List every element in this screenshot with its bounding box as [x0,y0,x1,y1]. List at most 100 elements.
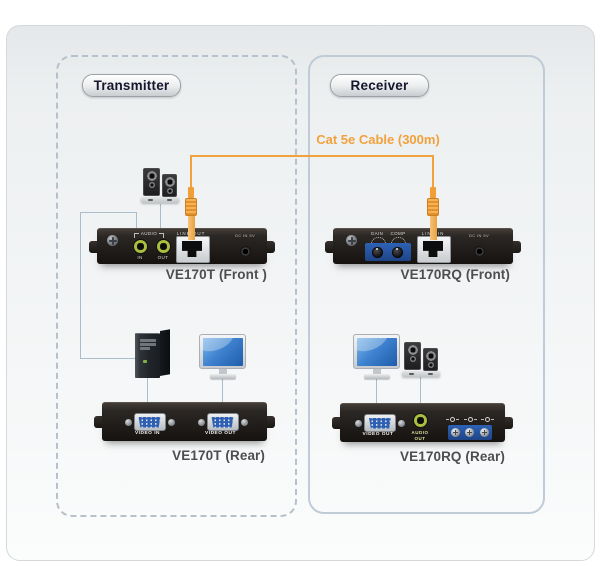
plug-body [185,198,197,216]
vga-screw [197,418,205,426]
video-in-label: VIDEO IN [134,431,161,436]
ve170rq-rear-device: VIDEO OUT AUDIO OUT [332,403,513,442]
audio-label: AUDIO [140,231,158,236]
vga-connector [368,417,392,429]
terminal-pin-markings [446,416,494,422]
power-label: DC IN 5V [468,233,490,238]
pin-mark [464,416,477,422]
receiver-zone-box [308,55,545,514]
receiver-title-pill: Receiver [330,74,429,97]
monitor-neck [218,369,227,374]
mounting-tab [94,416,102,428]
ve170t-front-device: AUDIO IN OUT LINE OUT DC IN 5V [89,228,275,264]
monitor-icon [353,334,400,379]
gain-knob [371,246,383,258]
video-out-label: VIDEO OUT [205,431,236,436]
power-label: DC IN 5V [234,233,256,238]
speaker-right [423,348,438,371]
speaker-base [402,371,440,377]
vga-screw [240,418,248,426]
tower-front [135,333,160,378]
mounting-tab [332,417,340,429]
gain-dial-ticks [371,237,386,244]
comp-knob [391,246,403,258]
background-card [6,25,595,561]
audio-in-line-v [136,212,137,228]
audio-in-line-v2 [80,212,81,358]
plug-body [427,198,439,216]
ve170rq-front-device: GAIN COMP LINE IN DC IN 5V [325,228,521,264]
transmitter-title-pill: Transmitter [82,74,181,97]
computer-tower-icon [133,329,173,378]
audio-in-line-to-pc [80,358,135,359]
video-in-vga-port [124,413,175,431]
audio-in-label: IN [137,255,143,260]
vga-body [133,413,166,431]
video-out-vga-port [355,414,405,432]
cable-left-drop [190,155,192,189]
comp-label: COMP [390,231,406,236]
ve170t-rear-device: VIDEO IN VIDEO OUT [94,402,275,441]
speakers-icon [141,166,181,204]
ve170t-front-name: VE170T (Front ) [165,267,267,282]
receiver-title: Receiver [350,78,409,93]
line-out-rj45-port [176,236,210,263]
vga-body [364,414,396,432]
plug-tip [187,216,195,240]
ve170rq-rear-name: VE170RQ (Rear) [400,449,505,464]
dc-power-jack [239,246,251,257]
monitor-neck [372,369,381,374]
audio-out-label: OUT [157,255,169,260]
mounting-tab [267,416,275,428]
tower-power-led [143,360,147,363]
transmitter-zone-box [56,55,297,517]
cable-right-drop [432,155,434,189]
transmitter-title: Transmitter [93,78,170,93]
vga-body [206,413,239,431]
mounting-tab [325,241,333,253]
speaker-left [143,168,160,196]
terminal-screw [465,428,475,437]
vga-connector [138,416,161,428]
rj45-plug-icon [427,187,439,240]
terminal-screw [450,428,460,437]
speaker-to-audio-out-line [160,204,161,228]
ve170t-rear-name: VE170T (Rear) [172,448,265,463]
vga-screw [355,419,362,427]
speaker-to-audio-out-line-rx [420,377,421,403]
mounting-tab [505,417,513,429]
mounting-tab [513,241,521,253]
comp-dial-ticks [391,237,406,244]
cable-label: Cat 5e Cable (300m) [316,132,440,147]
video-out-label: VIDEO OUT [362,432,394,437]
terminal-screw [480,428,490,437]
monitor-frame [353,334,400,369]
monitor-base [209,374,236,379]
cable-horizontal-line [191,155,434,157]
plug-boot [188,187,194,198]
grounding-screw-icon [346,235,357,246]
mounting-tab [267,241,275,253]
vga-screw [124,418,132,426]
vga-connector [211,416,234,428]
monitor-screen [356,337,397,366]
audio-in-jack [133,240,147,253]
audio-group-label: AUDIO [127,231,171,238]
monitor-to-video-out-line-rx [376,377,377,403]
grounding-screw-icon [107,235,118,246]
speaker-left [404,342,421,370]
monitor-screen [202,337,243,366]
terminal-block [448,425,492,440]
speaker-base [141,197,179,203]
plug-boot [430,187,436,198]
gain-label: GAIN [370,231,384,236]
monitor-to-video-out-line-tx [222,377,223,402]
plug-tip [429,216,437,240]
audio-out-jack [413,414,427,427]
monitor-icon [199,334,246,379]
pc-to-video-in-line [147,378,148,402]
rj45-plug-icon [185,187,197,240]
mounting-tab [89,241,97,253]
video-out-vga-port [197,413,248,431]
